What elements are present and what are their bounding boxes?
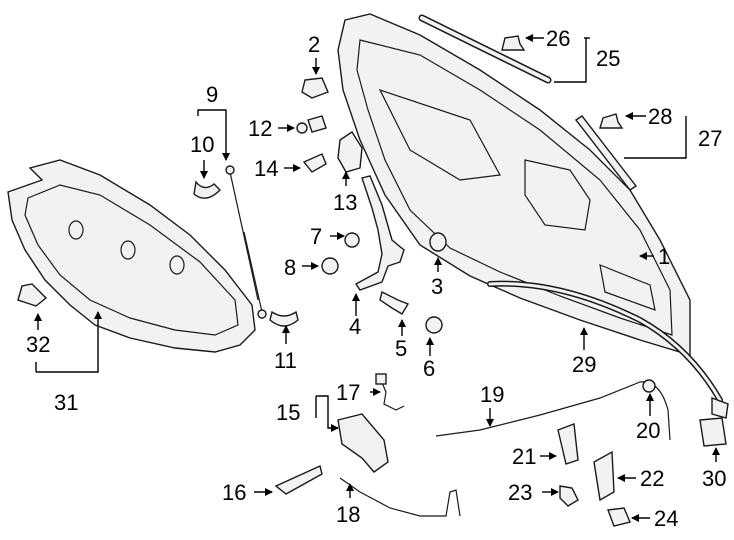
clip-24 — [607, 507, 631, 527]
washer-3 — [429, 232, 447, 252]
callout-30: 30 — [702, 466, 726, 491]
handle-bracket — [593, 450, 615, 502]
strut-lower-clip — [269, 310, 299, 327]
side-weatherstrip — [574, 115, 638, 191]
clip-23 — [559, 485, 579, 507]
callout-16: 16 — [222, 480, 246, 505]
insulator-clip — [17, 283, 48, 307]
callout-26: 26 — [546, 26, 570, 51]
callout-21: 21 — [512, 444, 536, 469]
leader-lines — [34, 34, 720, 522]
callout-1: 1 — [658, 244, 670, 269]
callout-19: 19 — [480, 382, 504, 407]
callout-28: 28 — [648, 104, 672, 129]
bolt-16 — [274, 465, 323, 495]
callout-31: 31 — [54, 390, 78, 415]
hood-adjuster-12 — [296, 115, 327, 134]
nut-8 — [321, 257, 339, 275]
callout-labels: 1 2 3 4 5 6 7 8 9 10 11 12 13 14 15 16 1… — [26, 26, 726, 531]
release-cable — [435, 381, 671, 441]
callout-9: 9 — [206, 82, 218, 107]
callout-27: 27 — [698, 126, 722, 151]
hood-insulator-pad — [7, 159, 256, 353]
weatherstrip-clip-28 — [599, 113, 624, 129]
weatherstrip-clip-26 — [501, 35, 526, 51]
callout-6: 6 — [423, 356, 435, 381]
callout-25: 25 — [596, 46, 620, 71]
hood-bumper — [301, 77, 329, 99]
callout-12: 12 — [248, 116, 272, 141]
bolt-5 — [379, 290, 410, 315]
hood-hinge — [354, 175, 405, 291]
release-cable-lower — [339, 477, 461, 517]
callout-10: 10 — [190, 132, 214, 157]
hood-support-strut — [225, 165, 267, 319]
seal-end-clip — [711, 396, 729, 419]
callout-3: 3 — [431, 274, 443, 299]
callout-23: 23 — [508, 480, 532, 505]
callout-14: 14 — [254, 156, 278, 181]
striker-bracket — [337, 131, 363, 173]
bolt-14 — [302, 153, 327, 173]
callout-17: 17 — [336, 380, 360, 405]
callout-22: 22 — [640, 466, 664, 491]
callout-7: 7 — [310, 224, 322, 249]
callout-15: 15 — [276, 400, 300, 425]
callout-32: 32 — [26, 332, 50, 357]
callout-5: 5 — [395, 336, 407, 361]
release-handle — [557, 423, 579, 465]
callout-4: 4 — [349, 314, 361, 339]
callout-13: 13 — [333, 190, 357, 215]
callout-18: 18 — [336, 502, 360, 527]
hood-latch — [337, 413, 389, 473]
hood-panel — [337, 13, 691, 356]
wiring-harness — [379, 377, 405, 411]
nut-6 — [425, 316, 443, 334]
callout-20: 20 — [636, 418, 660, 443]
callout-2: 2 — [308, 32, 320, 57]
strut-upper-clip — [193, 180, 221, 199]
clip-30 — [699, 417, 727, 447]
nut-7 — [344, 232, 360, 248]
callout-8: 8 — [284, 255, 296, 280]
callout-11: 11 — [274, 348, 297, 373]
callout-24: 24 — [654, 506, 678, 531]
callout-29: 29 — [572, 352, 596, 377]
